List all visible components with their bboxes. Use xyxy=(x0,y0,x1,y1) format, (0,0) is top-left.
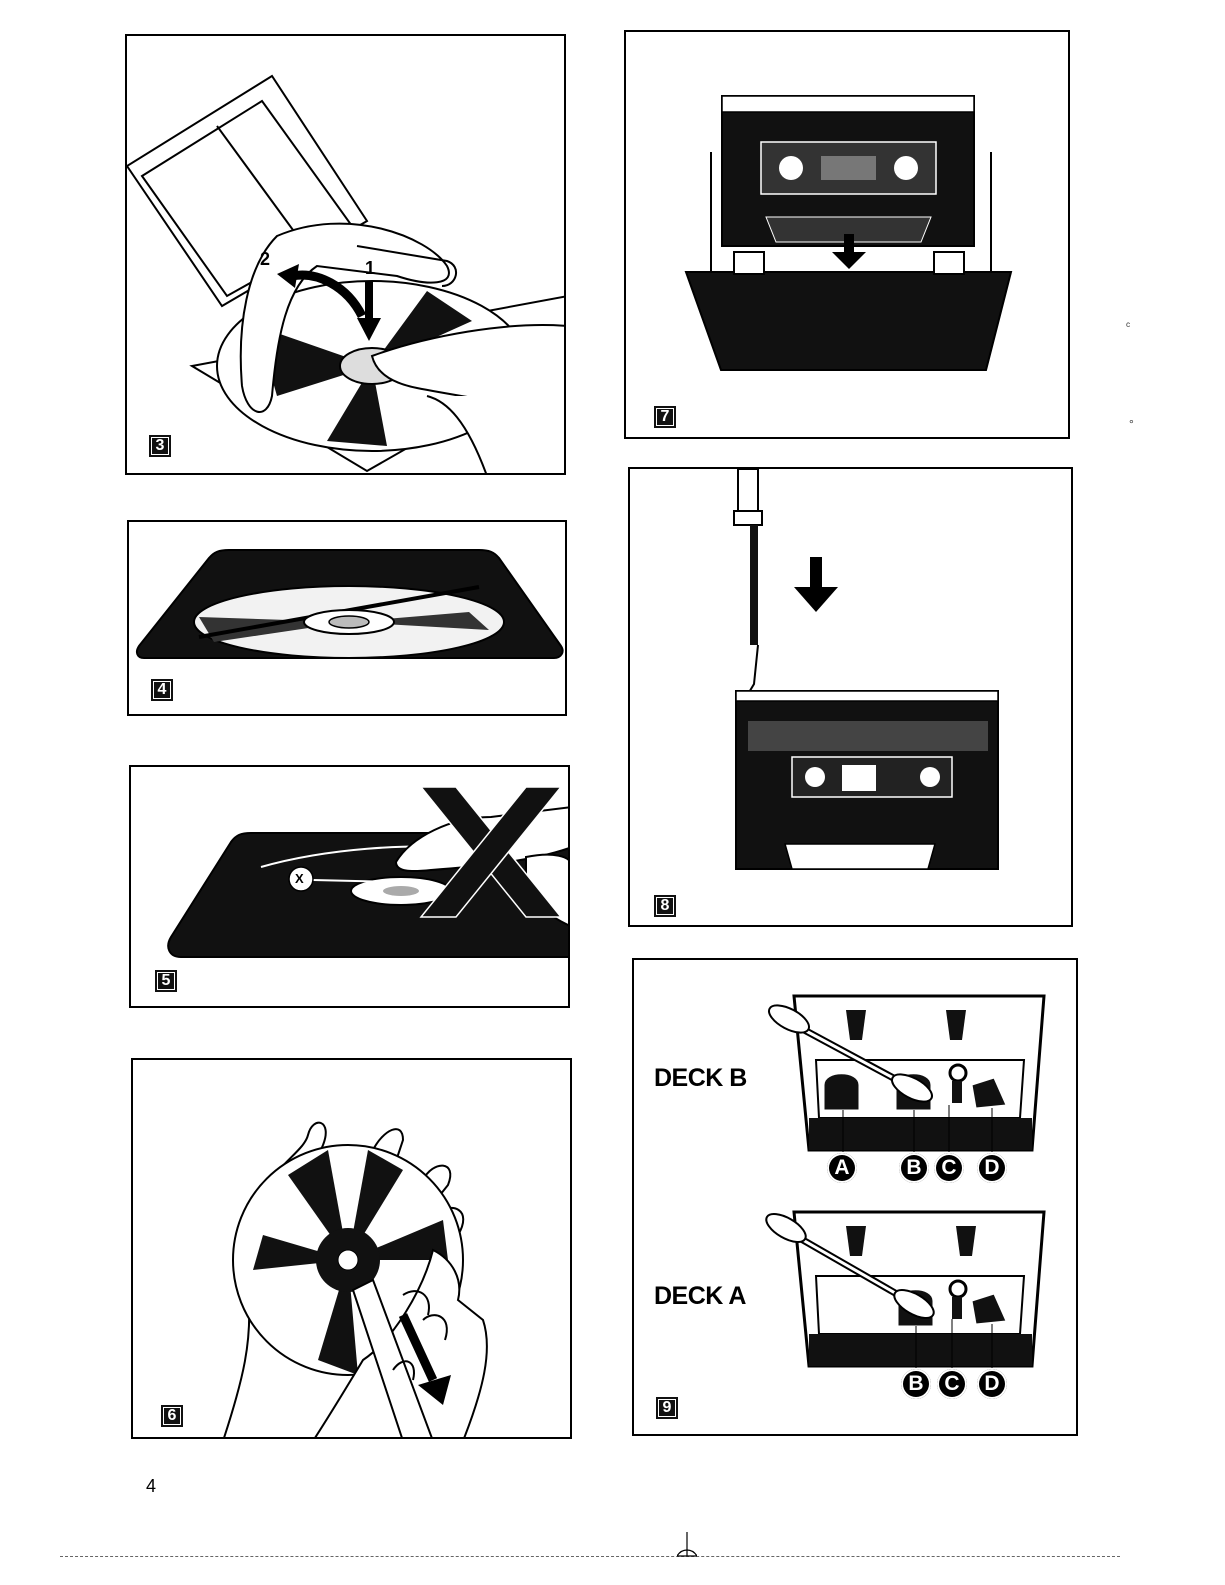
figure-badge-8: 8 xyxy=(654,895,676,917)
arrow-label-1: 1 xyxy=(365,258,375,279)
deck-b-part-c: C xyxy=(934,1153,964,1183)
figure-badge-4: 4 xyxy=(151,679,173,701)
figure-3: 1 2 3 xyxy=(125,34,566,475)
deck-a-part-d: D xyxy=(977,1369,1007,1399)
figure-8: 8 xyxy=(628,467,1073,927)
page-number: 4 xyxy=(146,1476,156,1497)
figure-7-drawing xyxy=(626,32,1070,439)
x-marker-label: X xyxy=(295,871,304,886)
figure-9: DECK B A B C D DECK A B C D 9 xyxy=(632,958,1078,1436)
arrow-label-2: 2 xyxy=(260,249,270,270)
figure-6: 6 xyxy=(131,1058,572,1439)
trim-line xyxy=(60,1556,1120,1557)
deck-b-part-a: A xyxy=(827,1153,857,1183)
figure-badge-9: 9 xyxy=(656,1397,678,1419)
figure-badge-3: 3 xyxy=(149,435,171,457)
deck-b-label: DECK B xyxy=(654,1064,747,1093)
figure-6-drawing xyxy=(133,1060,572,1439)
deck-a-part-b: B xyxy=(901,1369,931,1399)
deck-a-label: DECK A xyxy=(654,1282,746,1311)
registration-mark xyxy=(677,1532,697,1562)
figure-badge-6: 6 xyxy=(161,1405,183,1427)
figure-badge-5: 5 xyxy=(155,970,177,992)
figure-7: 7 xyxy=(624,30,1070,439)
figure-5-drawing xyxy=(131,767,570,1008)
deck-b-part-b: B xyxy=(899,1153,929,1183)
figure-9-drawing xyxy=(634,960,1078,1436)
stray-mark-2: ° xyxy=(1129,417,1134,431)
figure-8-drawing xyxy=(630,469,1073,927)
figure-5: X 5 xyxy=(129,765,570,1008)
figure-4-drawing xyxy=(129,522,567,716)
stray-mark-1: ᶜ xyxy=(1126,319,1130,333)
figure-4: 4 xyxy=(127,520,567,716)
deck-b-part-d: D xyxy=(977,1153,1007,1183)
deck-a-part-c: C xyxy=(937,1369,967,1399)
figure-badge-7: 7 xyxy=(654,406,676,428)
figure-3-drawing xyxy=(127,36,566,475)
